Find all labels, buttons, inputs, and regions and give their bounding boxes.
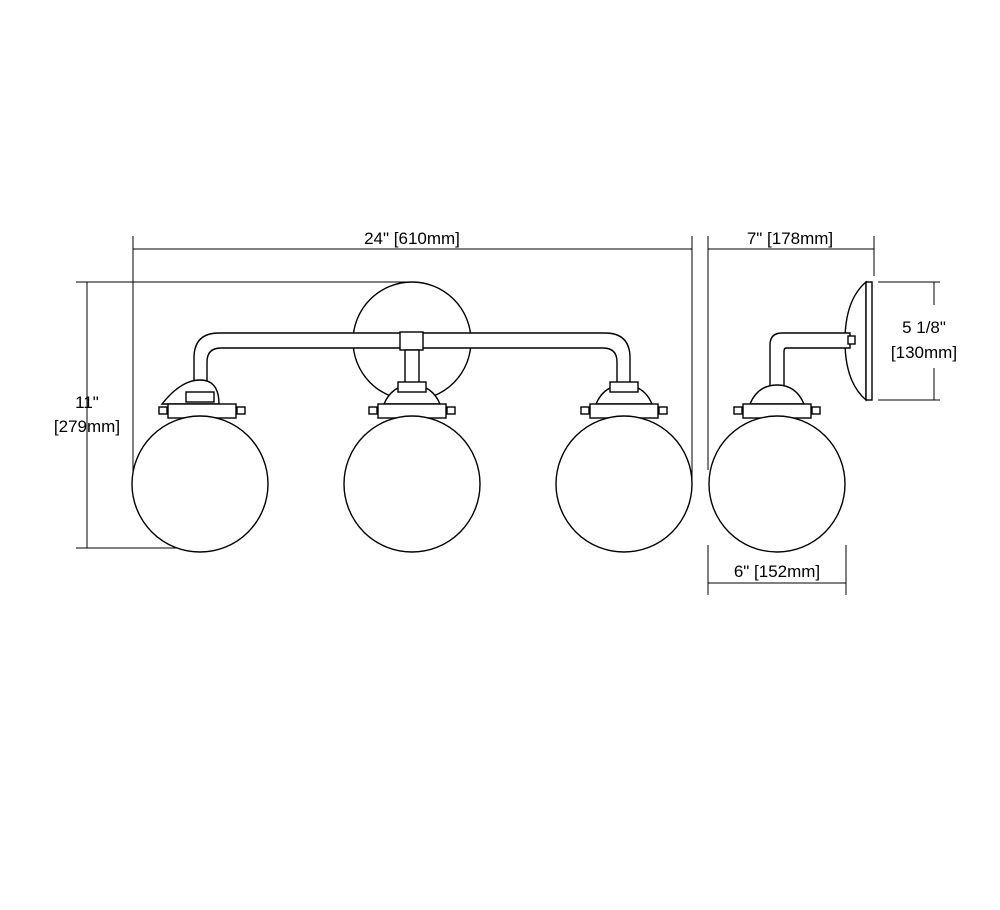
front-view: 24" [610mm] 11" [279mm] xyxy=(54,229,693,553)
side-arm xyxy=(769,332,851,393)
width-dimension: 24" [610mm] xyxy=(132,229,693,480)
globe-label: 6" [152mm] xyxy=(734,562,820,581)
left-globe xyxy=(131,415,269,553)
depth-label: 7" [178mm] xyxy=(747,229,833,248)
side-globe xyxy=(708,415,846,553)
center-screw-l xyxy=(368,406,378,415)
backplate-label-line1: 5 1/8" xyxy=(902,318,946,337)
center-globe xyxy=(343,415,481,553)
left-neck xyxy=(185,391,215,403)
side-backplate-edge xyxy=(865,281,873,401)
right-screw-l xyxy=(580,406,590,415)
backplate-dimension: 5 1/8" [130mm] xyxy=(878,281,957,401)
backplate-label-line2: [130mm] xyxy=(891,343,957,362)
right-globe xyxy=(555,415,693,553)
height-dimension: 11" [279mm] xyxy=(54,281,412,549)
center-globe-assembly xyxy=(343,381,481,553)
center-neck xyxy=(397,381,427,393)
side-cap-dome xyxy=(748,384,806,405)
left-screw-r xyxy=(236,406,246,415)
depth-dimension: 7" [178mm] xyxy=(707,229,875,470)
globe-dimension: 6" [152mm] xyxy=(707,545,847,595)
right-globe-assembly xyxy=(555,381,693,553)
right-neck xyxy=(609,381,639,393)
height-label-line1: 11" xyxy=(75,393,99,412)
left-screw-l xyxy=(158,406,168,415)
side-arm-nut xyxy=(847,335,856,345)
center-connector xyxy=(399,331,424,351)
side-screw-l xyxy=(733,406,743,415)
left-globe-assembly xyxy=(131,379,269,553)
side-view: 7" [178mm] 5 1/8" [130mm] 6" [152mm] xyxy=(707,229,957,595)
center-screw-r xyxy=(446,406,456,415)
right-screw-r xyxy=(658,406,668,415)
height-label-line2: [279mm] xyxy=(54,417,120,436)
width-label: 24" [610mm] xyxy=(364,229,460,248)
side-screw-r xyxy=(811,406,821,415)
